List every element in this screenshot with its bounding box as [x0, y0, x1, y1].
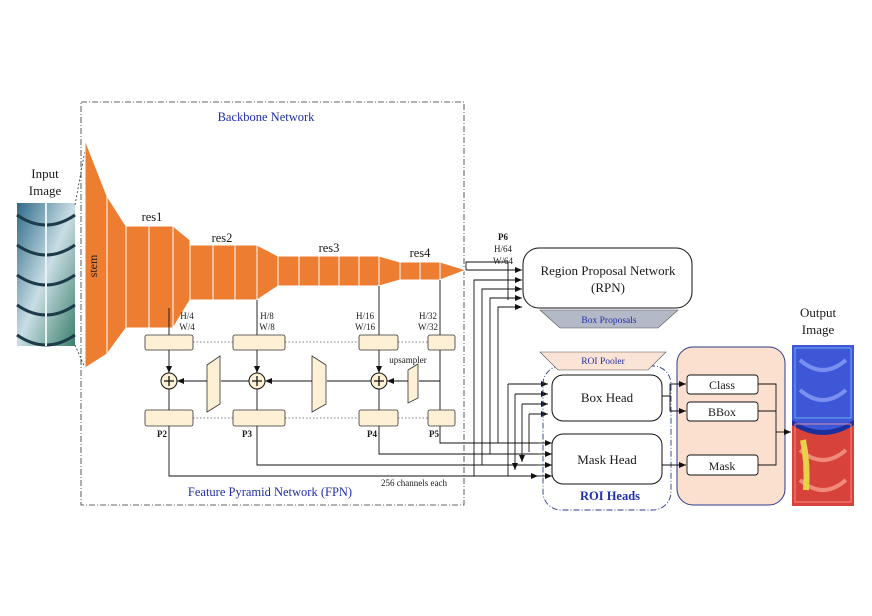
roi-pooler-label: ROI Pooler	[581, 357, 625, 367]
mask-label: Mask	[709, 459, 736, 473]
scale-h16: H/16	[356, 311, 375, 321]
mask-head	[551, 433, 663, 485]
level-p3: P3	[242, 429, 252, 439]
add-icon	[370, 372, 388, 390]
roi-heads-label: ROI Heads	[580, 489, 640, 503]
upsampler-label: upsampler	[389, 355, 427, 365]
outputs-panel	[676, 346, 786, 506]
scale-w16: W/16	[355, 322, 375, 332]
p6-label: P6	[498, 232, 508, 242]
level-p5: P5	[429, 429, 439, 439]
stage-res4: res4	[410, 246, 432, 260]
box-proposals-label: Box Proposals	[581, 316, 636, 326]
output-title-line2: Image	[802, 322, 835, 337]
bbox-label: BBox	[708, 405, 736, 419]
stage-res1: res1	[142, 210, 163, 224]
level-p4: P4	[367, 429, 377, 439]
scale-w8: W/8	[259, 322, 275, 332]
backbone-to-fpn-lines	[168, 280, 441, 335]
rpn-title-line1: Region Proposal Network	[540, 263, 676, 278]
head-to-output-lines	[662, 381, 686, 468]
fpn-output-boxes	[144, 409, 456, 427]
stem-label: stem	[86, 254, 100, 277]
rpn-box	[522, 247, 693, 309]
fpn-dotted-lines	[193, 341, 428, 419]
fpn-title: Feature Pyramid Network (FPN)	[188, 485, 352, 499]
stem-block	[84, 139, 108, 369]
input-image	[16, 203, 76, 347]
scale-h8: H/8	[260, 311, 274, 321]
mask-head-label: Mask Head	[577, 452, 637, 467]
upsampler-blocks	[206, 355, 419, 413]
scale-h32: H/32	[419, 311, 437, 321]
rpn-title-line2: (RPN)	[591, 280, 625, 295]
fpn-topdown-lines	[166, 350, 441, 410]
backbone-title: Backbone Network	[218, 110, 316, 124]
class-label: Class	[709, 378, 735, 392]
stage-res3: res3	[319, 241, 340, 255]
scale-w32: W/32	[418, 322, 438, 332]
level-p2: P2	[157, 429, 167, 439]
channels-note: 256 channels each	[381, 478, 447, 488]
backbone-frame	[80, 101, 465, 506]
bbox-output	[686, 401, 759, 422]
p6-h: H/64	[494, 244, 513, 254]
input-title-line2: Image	[29, 183, 62, 198]
p6-w: W/64	[493, 256, 513, 266]
box-proposals-block	[539, 309, 679, 329]
box-head	[551, 374, 663, 422]
fpn-add-nodes	[160, 372, 388, 390]
zoom-line-bottom	[74, 344, 86, 369]
fpn-lateral-boxes	[144, 334, 456, 351]
output-image	[792, 345, 854, 506]
feature-routing-lines	[168, 261, 552, 479]
stage-res2: res2	[212, 231, 233, 245]
backbone-pyramid	[84, 139, 468, 369]
add-icon	[160, 372, 178, 390]
class-output	[686, 374, 759, 395]
input-title-line1: Input	[31, 166, 59, 181]
scale-w4: W/4	[179, 322, 195, 332]
add-icon	[248, 372, 266, 390]
output-title-line1: Output	[800, 305, 837, 320]
roi-pooler-block	[539, 351, 667, 371]
zoom-line-top	[74, 149, 86, 206]
box-head-label: Box Head	[581, 390, 634, 405]
output-merge-lines	[758, 383, 791, 466]
scale-h4: H/4	[180, 311, 194, 321]
